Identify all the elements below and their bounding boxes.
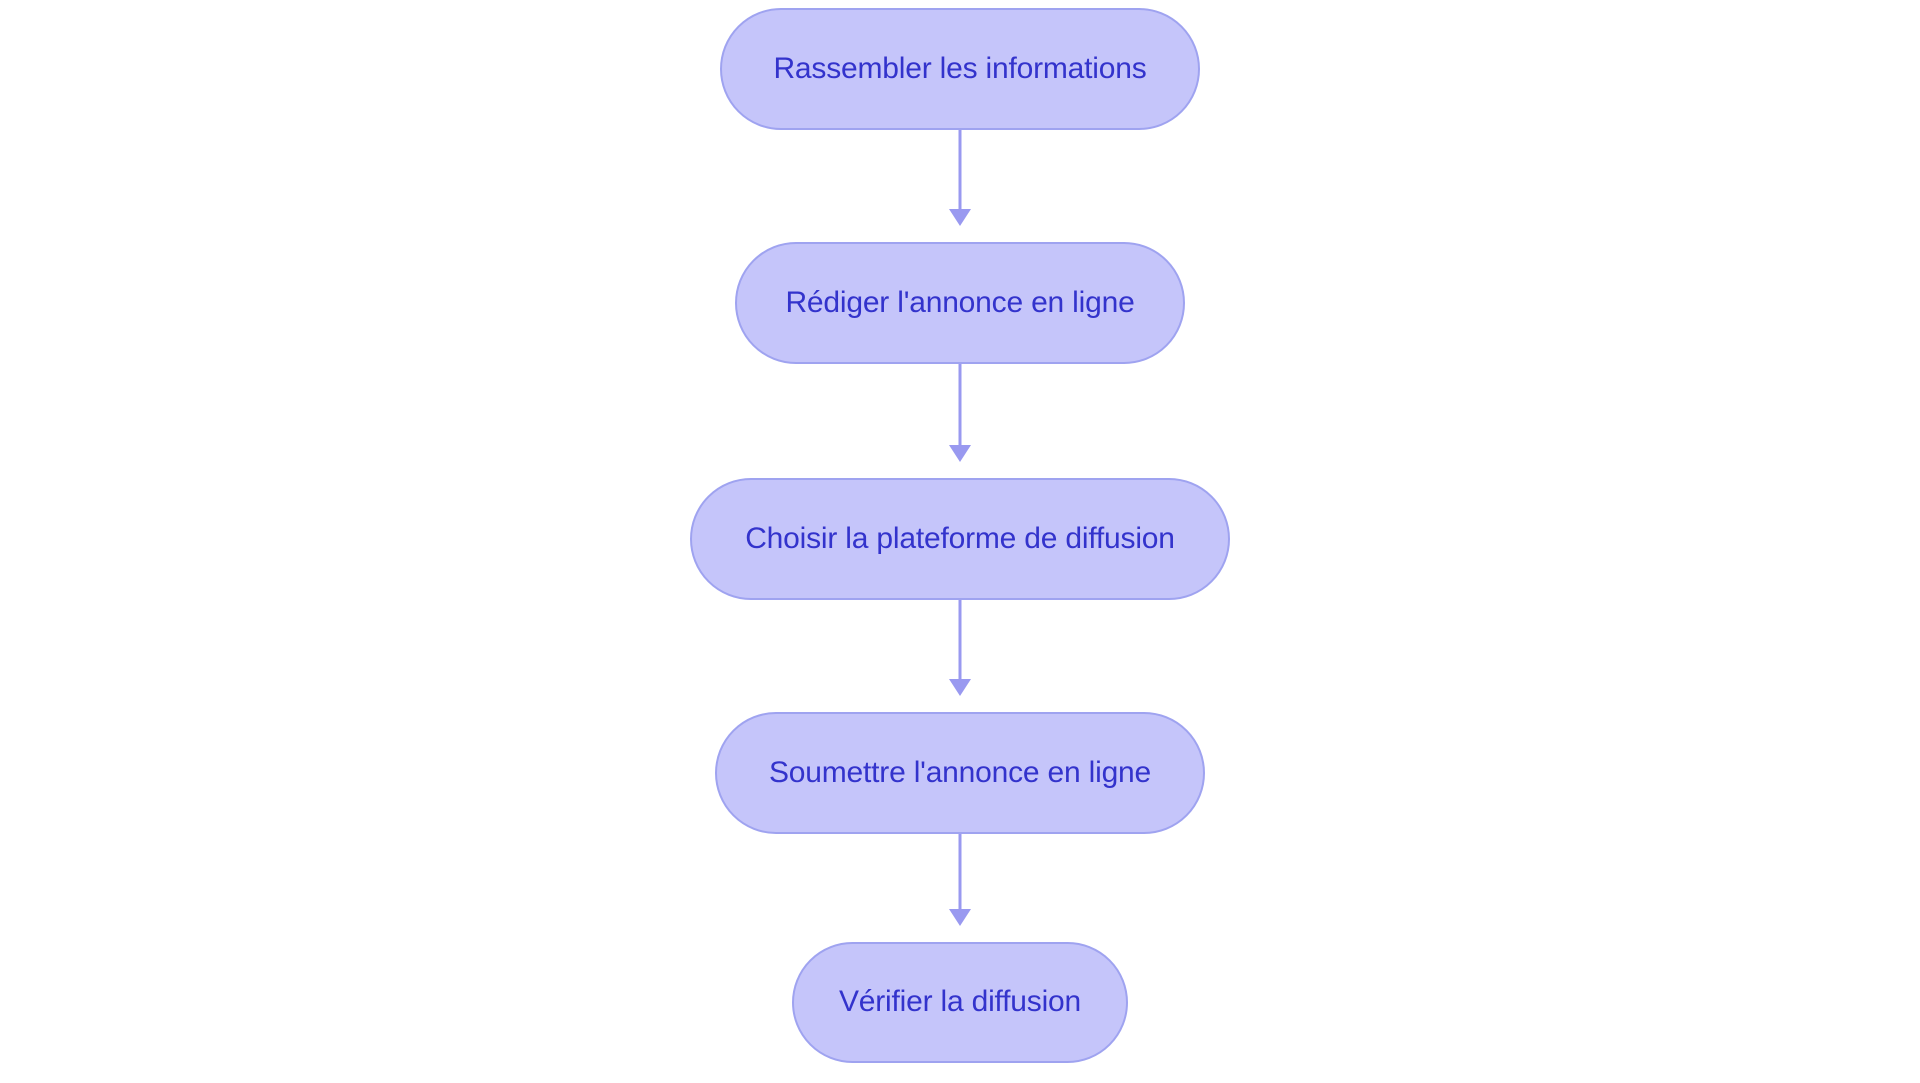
connector-arrow-node2-node3: [949, 364, 971, 462]
flow-node-soumettre-l-annonce-en-ligne[interactable]: Soumettre l'annonce en ligne: [715, 712, 1205, 834]
flow-node-label: Rédiger l'annonce en ligne: [785, 285, 1135, 319]
flow-node-rassembler-les-informations[interactable]: Rassembler les informations: [720, 8, 1200, 130]
flow-node-label: Rassembler les informations: [773, 51, 1147, 85]
flow-node-rediger-l-annonce-en-ligne[interactable]: Rédiger l'annonce en ligne: [735, 242, 1185, 364]
connector-arrow-node1-node2: [949, 130, 971, 226]
connector-arrow-node3-node4: [949, 600, 971, 696]
flow-node-choisir-la-plateforme-de-diffusion[interactable]: Choisir la plateforme de diffusion: [690, 478, 1230, 600]
flow-node-label: Vérifier la diffusion: [838, 985, 1082, 1019]
connector-arrow-node4-node5: [949, 834, 971, 926]
flow-node-label: Choisir la plateforme de diffusion: [745, 521, 1175, 555]
flow-node-verifier-la-diffusion[interactable]: Vérifier la diffusion: [792, 942, 1128, 1063]
flow-node-label: Soumettre l'annonce en ligne: [768, 755, 1152, 789]
